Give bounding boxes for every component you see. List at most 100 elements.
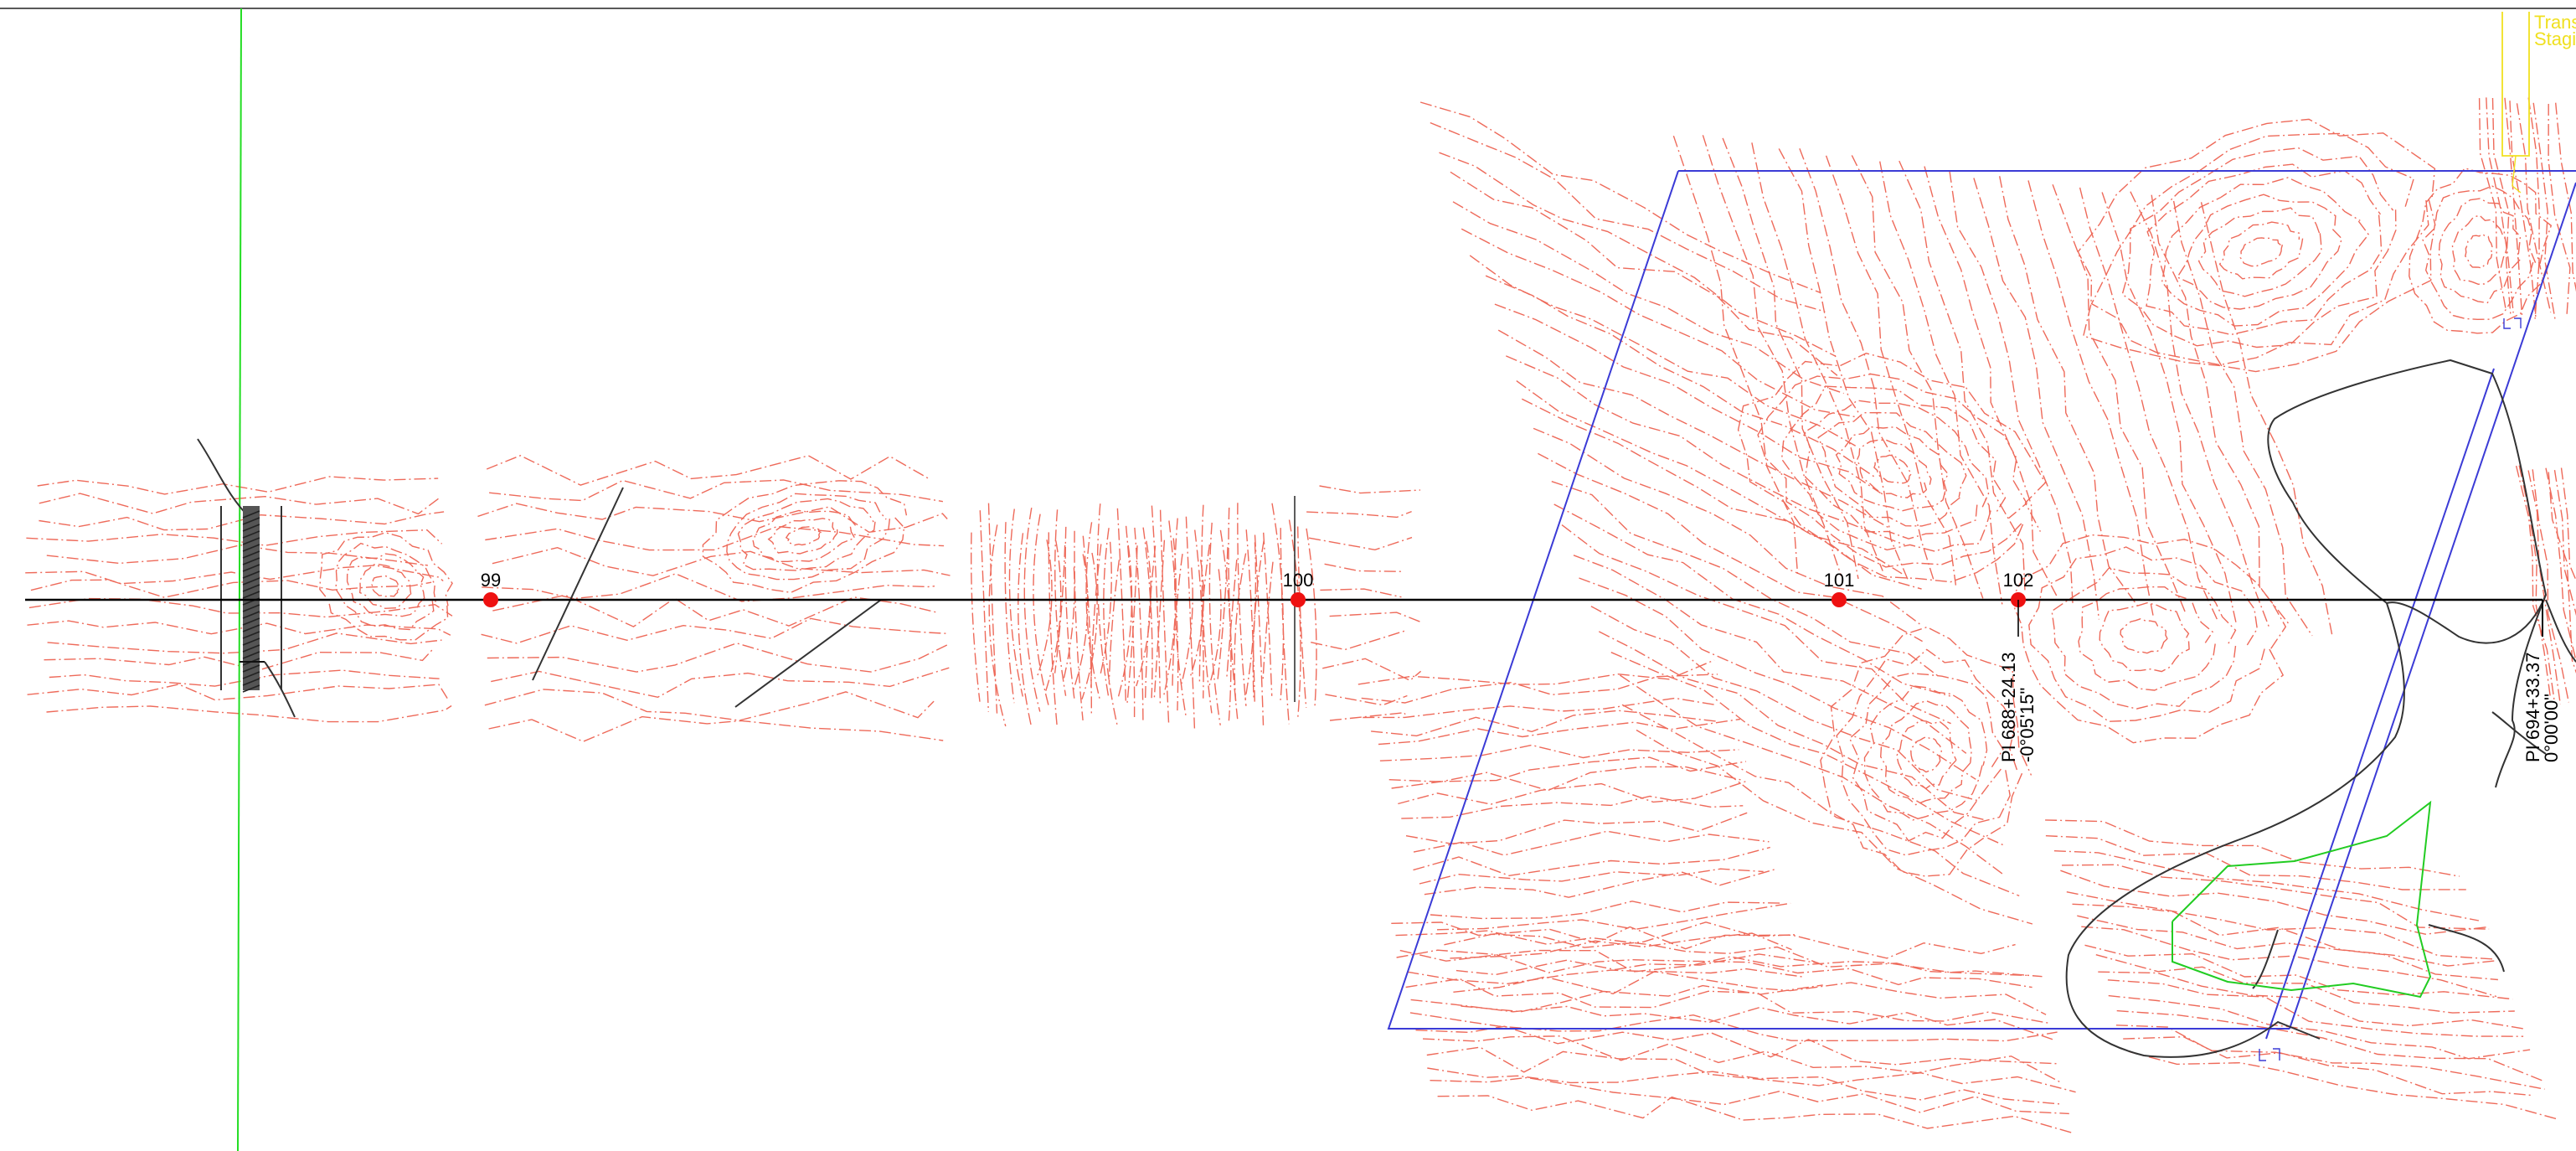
contour-line [492,594,937,627]
contour-line [1254,534,1265,725]
contour-line [1142,527,1153,699]
contour-line [702,480,908,594]
contour-line [1461,984,1823,1013]
contour-line [2116,1009,2543,1081]
contour-line [1672,135,1799,576]
contour-line [1538,452,1923,643]
pi-label-694: PI 694+33.37 0°00'00" [2522,652,2562,762]
contour-line [1217,547,1229,681]
contour-line [1134,527,1144,720]
contour-line [477,503,948,534]
contour-line [1430,1076,2069,1115]
contour-line [1116,508,1127,704]
contour-line [1757,373,2028,568]
contour-line [1873,454,1913,484]
contour-line [1702,135,1842,576]
staging-area-label-line1: Transm [2534,12,2576,33]
contour-line [1899,160,2026,593]
contour-line [1172,554,1183,687]
contour-line [2465,233,2493,269]
station-point[interactable] [483,592,498,607]
contour-line [1045,540,1062,691]
contour-line [1004,522,1015,704]
contour-line [2527,470,2561,705]
contour-line [1426,1046,2076,1093]
contour-line [1804,400,1990,539]
contour-line [2028,546,2265,722]
contour-line [1430,901,1783,920]
contour-line [1208,522,1221,725]
contour-line [1018,533,1033,727]
contour-line [2504,97,2523,319]
hatch-line [242,524,260,532]
hatch-line [242,684,260,693]
contour-line [46,544,428,566]
contour-line [2027,180,2155,618]
contour-line [2101,192,2237,623]
contour-line [1054,545,1066,674]
contour-line [1208,569,1222,689]
contour-line [1407,969,2047,1015]
contour-line [49,669,440,687]
contour-line [1168,520,1179,711]
contour-line [1151,505,1162,705]
hatch-line [242,637,260,646]
contour-line [2532,469,2569,703]
contour-line [1450,932,1792,959]
contour-line [1319,485,1421,494]
hatch-line [242,604,260,612]
staging-area: Transm Stagin [2501,12,2576,194]
hatch-line [242,651,260,659]
contour-line [2108,994,2531,1060]
station-point[interactable] [1291,592,1306,607]
station-marker-101[interactable]: 101 [1824,570,1855,607]
contour-line [1436,902,1791,931]
contour-line [1252,540,1265,700]
contour-line [488,715,944,742]
wetland-boundary [2172,800,2432,999]
contour-line [486,455,930,486]
feature-line [734,599,882,708]
contour-line [1391,921,2016,959]
contour-line [2218,221,2304,280]
contour-line [1973,178,2100,620]
station-marker-99[interactable]: 99 [481,570,501,607]
contour-line [1598,631,1987,821]
contour-line [2200,202,2333,635]
contour-line [1910,736,1943,773]
topographic-contours [25,97,2576,1134]
contour-line [485,525,945,551]
contour-line [1455,953,1819,976]
contour-line [2239,237,2284,267]
hatch-line [242,510,260,519]
contour-line [1189,560,1204,677]
contour-line [2438,198,2522,304]
contour-line [2151,194,2290,624]
contour-line [988,524,1007,727]
contour-line [1413,846,1770,877]
pi-angle-text: -0°05'15" [2017,688,2038,762]
staging-area-label-line2: Stagin [2534,28,2576,49]
contour-line [1074,530,1084,720]
contour-line [1551,481,1939,677]
contour-line [1162,538,1177,698]
contour-line [1896,720,1957,790]
contour-line [1817,411,1967,527]
station-marker-100[interactable]: 100 [1283,570,1314,607]
station-marker-102[interactable]: 102 [2003,570,2034,607]
contour-line [1851,155,1984,599]
contour-line [1799,148,1935,580]
contour-line [2095,954,2515,1014]
station-label-99: 99 [481,570,501,591]
contour-line [371,575,399,597]
pipe-crossing [220,506,282,693]
contour-line [1398,781,1746,805]
contour-line [1636,729,2033,925]
station-point[interactable] [1832,592,1847,607]
contour-line [1324,563,1404,572]
contour-line [1297,526,1307,708]
contour-line [1405,812,1748,844]
contour-line [726,493,891,581]
